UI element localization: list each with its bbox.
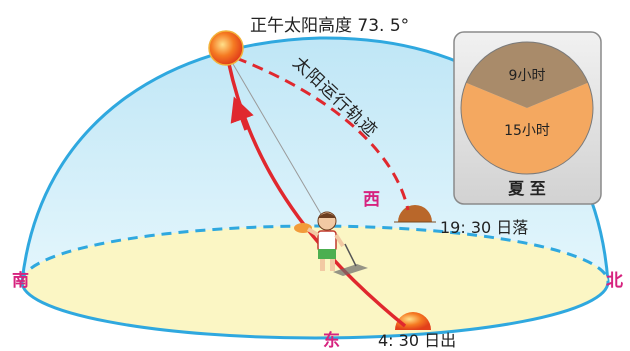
direction-west: 西 xyxy=(363,190,380,210)
day-night-pie xyxy=(460,41,594,175)
horizon-back xyxy=(20,224,610,283)
sun-path-arrow xyxy=(230,96,254,131)
pie-night-slice xyxy=(466,42,588,108)
sunset-label: 19: 30 日落 xyxy=(440,218,528,237)
noon-altitude-title: 正午太阳高度 73. 5° xyxy=(250,16,409,36)
pie-day-slice xyxy=(460,82,593,174)
ground-plane xyxy=(22,226,608,338)
solstice-inset xyxy=(453,31,602,205)
sun-path-afternoon xyxy=(235,56,410,211)
direction-north: 北 xyxy=(606,271,623,291)
solstice-caption: 夏 至 xyxy=(507,179,546,198)
direction-east: 东 xyxy=(323,330,340,351)
day-hours-label: 15小时 xyxy=(504,123,550,139)
horizon-front xyxy=(20,281,610,340)
observer-figure xyxy=(294,211,368,276)
sunrise-label: 4: 30 日出 xyxy=(378,331,456,350)
direction-south: 南 xyxy=(12,270,29,291)
noon-sun xyxy=(208,30,244,66)
night-hours-label: 9小时 xyxy=(509,68,546,84)
altitude-line xyxy=(225,51,336,239)
pie-outline xyxy=(460,41,594,175)
